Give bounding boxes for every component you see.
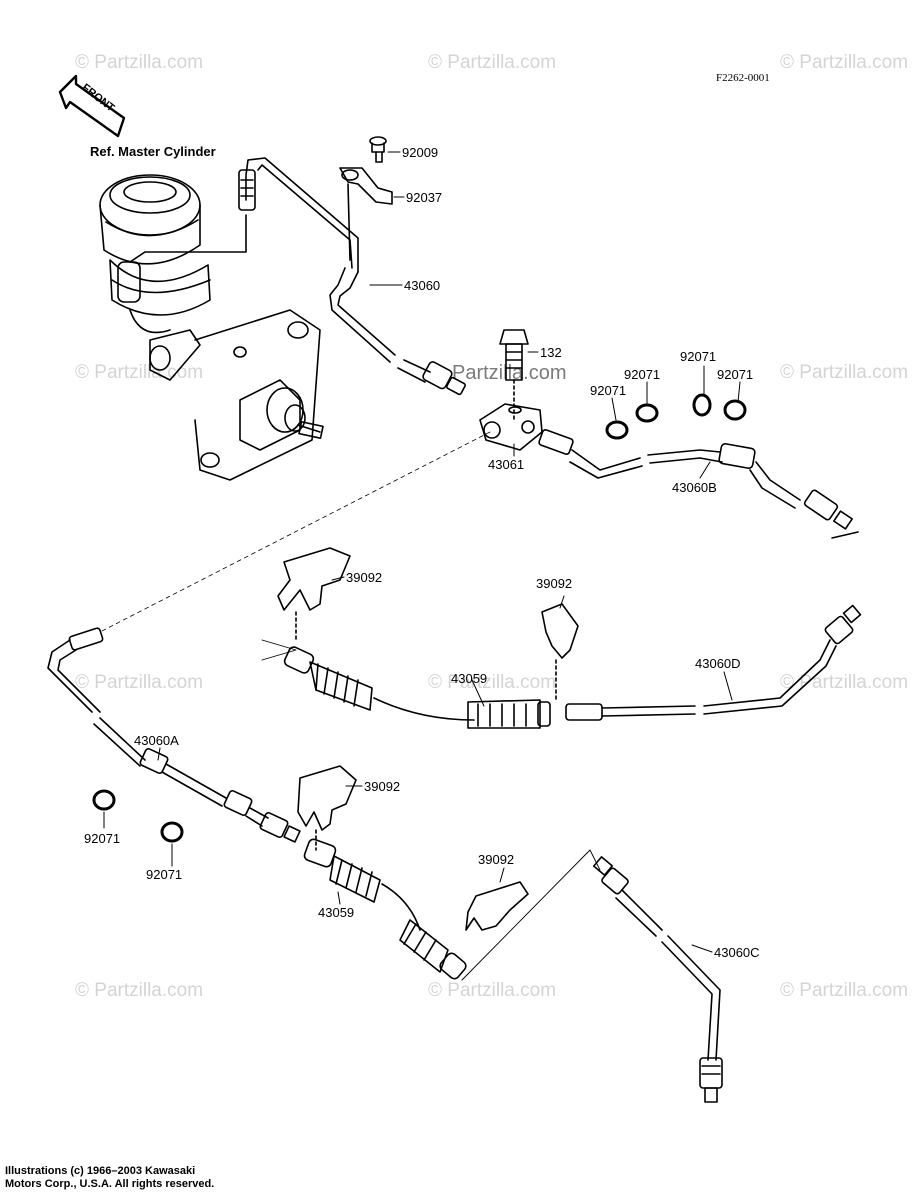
- part-label: 39092: [536, 576, 573, 591]
- ref-master-cylinder-label: Ref. Master Cylinder: [90, 144, 216, 159]
- watermark: © Partzilla.com: [428, 980, 557, 1001]
- label-leaders: [103, 151, 741, 953]
- pipe-43060C: [592, 856, 723, 1103]
- copyright-line: Illustrations (c) 1966–2003 Kawasaki: [5, 1165, 196, 1177]
- clamp-92037: [339, 167, 393, 261]
- part-label: 39092: [346, 570, 383, 585]
- part-label: 39092: [478, 852, 515, 867]
- part-label: 43061: [488, 457, 525, 472]
- bolt-92009: [369, 136, 387, 163]
- part-label: 92071: [146, 867, 183, 882]
- part-label: 92071: [717, 367, 754, 382]
- pipe-43060B: [538, 429, 859, 539]
- copyright-line: Motors Corp., U.S.A. All rights reserved…: [5, 1178, 215, 1190]
- watermark-center: Partzilla.com: [452, 362, 567, 384]
- part-label: 43060A: [134, 733, 179, 748]
- leader-line: [261, 639, 297, 661]
- watermark: © Partzilla.com: [75, 980, 204, 1001]
- watermark: © Partzilla.com: [780, 672, 909, 693]
- watermark: © Partzilla.com: [780, 52, 909, 73]
- part-label: 43060C: [714, 945, 760, 960]
- bolt-132: [499, 329, 529, 421]
- part-label: 43060: [404, 278, 441, 293]
- pipe-43060: [129, 157, 466, 396]
- copyright-notice: Illustrations (c) 1966–2003 Kawasaki Mot…: [5, 1165, 214, 1191]
- part-label: 92071: [680, 349, 717, 364]
- clip-39092: [277, 547, 351, 641]
- hose-43059: [303, 838, 601, 981]
- diagram-code: F2262-0001: [716, 72, 770, 84]
- watermark: © Partzilla.com: [780, 980, 909, 1001]
- part-label: 92071: [84, 831, 121, 846]
- part-label: 43059: [318, 905, 355, 920]
- joint-43061: [479, 403, 543, 451]
- watermark: © Partzilla.com: [75, 52, 204, 73]
- pipe-43060D: [565, 604, 862, 721]
- watermark: © Partzilla.com: [428, 52, 557, 73]
- part-label: 92037: [406, 190, 443, 205]
- watermark: © Partzilla.com: [780, 362, 909, 383]
- leader-line: [99, 431, 491, 633]
- pipe-43060A: [47, 627, 301, 843]
- grommet-92071: [92, 789, 184, 843]
- part-label: 92071: [624, 367, 661, 382]
- clip-39092: [541, 603, 579, 701]
- clip-39092: [465, 881, 529, 931]
- grommet-92071: [605, 393, 747, 440]
- part-label: 92009: [402, 145, 439, 160]
- hose-43059: [283, 646, 551, 729]
- watermark: © Partzilla.com: [75, 672, 204, 693]
- watermark: © Partzilla.com: [428, 672, 557, 693]
- master-cylinder: [99, 174, 324, 481]
- part-label: 39092: [364, 779, 401, 794]
- clip-39092: [297, 765, 357, 851]
- front-arrow-icon: [58, 74, 126, 138]
- part-label: 132: [540, 345, 562, 360]
- part-label: 43059: [451, 671, 488, 686]
- part-label: 92071: [590, 383, 627, 398]
- part-label: 43060B: [672, 480, 717, 495]
- part-label: 43060D: [695, 656, 741, 671]
